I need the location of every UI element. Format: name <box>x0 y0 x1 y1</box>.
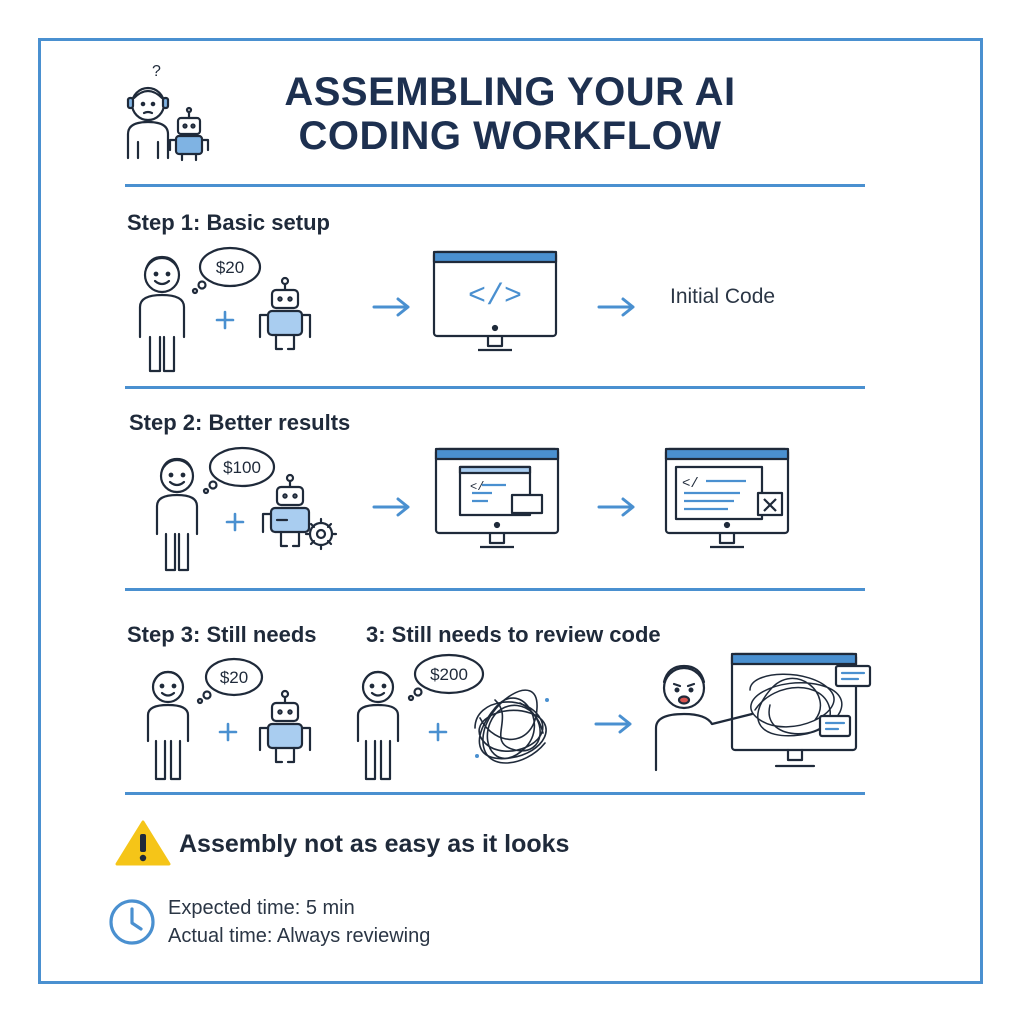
divider <box>125 184 865 187</box>
frustrated-person-with-messy-monitor-icon <box>654 652 872 772</box>
svg-text:</: </ <box>682 476 699 492</box>
plus-icon <box>215 310 235 330</box>
step-3-price-b: $200 <box>430 665 468 684</box>
clock-icon <box>109 899 155 945</box>
arrow-right-icon <box>597 497 635 517</box>
robot-icon <box>258 689 312 764</box>
divider <box>125 588 865 591</box>
robot-with-gear-icon <box>261 473 338 551</box>
page-title: ASSEMBLING YOUR AI CODING WORKFLOW <box>240 70 780 158</box>
warning-message: Assembly not as easy as it looks <box>179 830 570 858</box>
warning-icon <box>115 820 171 866</box>
actual-time: Actual time: Always reviewing <box>168 925 431 947</box>
person-icon <box>146 670 190 781</box>
arrow-right-icon <box>372 297 410 317</box>
person-icon <box>155 457 199 572</box>
arrow-right-icon <box>594 714 632 734</box>
svg-text:</>: </> <box>468 280 522 314</box>
monitor-code-icon: </ <box>664 447 790 549</box>
step-1-result: Initial Code <box>670 285 776 308</box>
step-1-price: $20 <box>216 258 244 277</box>
plus-icon <box>428 722 448 742</box>
robot-icon <box>258 276 312 351</box>
speech-bubble-icon: $100 <box>202 446 276 495</box>
plus-icon <box>218 722 238 742</box>
plus-icon <box>225 512 245 532</box>
step-3-title-a: Step 3: Still needs <box>127 622 317 647</box>
confused-person-with-robot-icon: ? <box>126 63 210 162</box>
arrow-right-icon <box>597 297 635 317</box>
divider <box>125 386 865 389</box>
person-icon <box>138 255 186 373</box>
svg-text:?: ? <box>152 63 161 80</box>
monitor-code-icon: </ <box>434 447 560 549</box>
title-line-1: ASSEMBLING YOUR AI <box>284 70 736 114</box>
monitor-code-icon: </> <box>432 250 558 352</box>
expected-time: Expected time: 5 min <box>168 897 355 919</box>
svg-text:</: </ <box>470 480 484 494</box>
speech-bubble-icon: $20 <box>196 657 264 705</box>
title-line-2: CODING WORKFLOW <box>298 114 722 158</box>
step-3-price-a: $20 <box>220 668 248 687</box>
step-3-title-b: 3: Still needs to review code <box>366 622 661 647</box>
person-icon <box>356 670 400 781</box>
step-1-title: Step 1: Basic setup <box>127 210 330 235</box>
step-2-title: Step 2: Better results <box>129 410 351 435</box>
speech-bubble-icon: $200 <box>407 653 485 702</box>
step-2-price: $100 <box>223 458 261 477</box>
divider <box>125 792 865 795</box>
timing-info: Expected time: 5 min Actual time: Always… <box>168 894 430 950</box>
tangle-icon <box>474 689 549 764</box>
arrow-right-icon <box>372 497 410 517</box>
speech-bubble-icon: $20 <box>191 246 262 295</box>
